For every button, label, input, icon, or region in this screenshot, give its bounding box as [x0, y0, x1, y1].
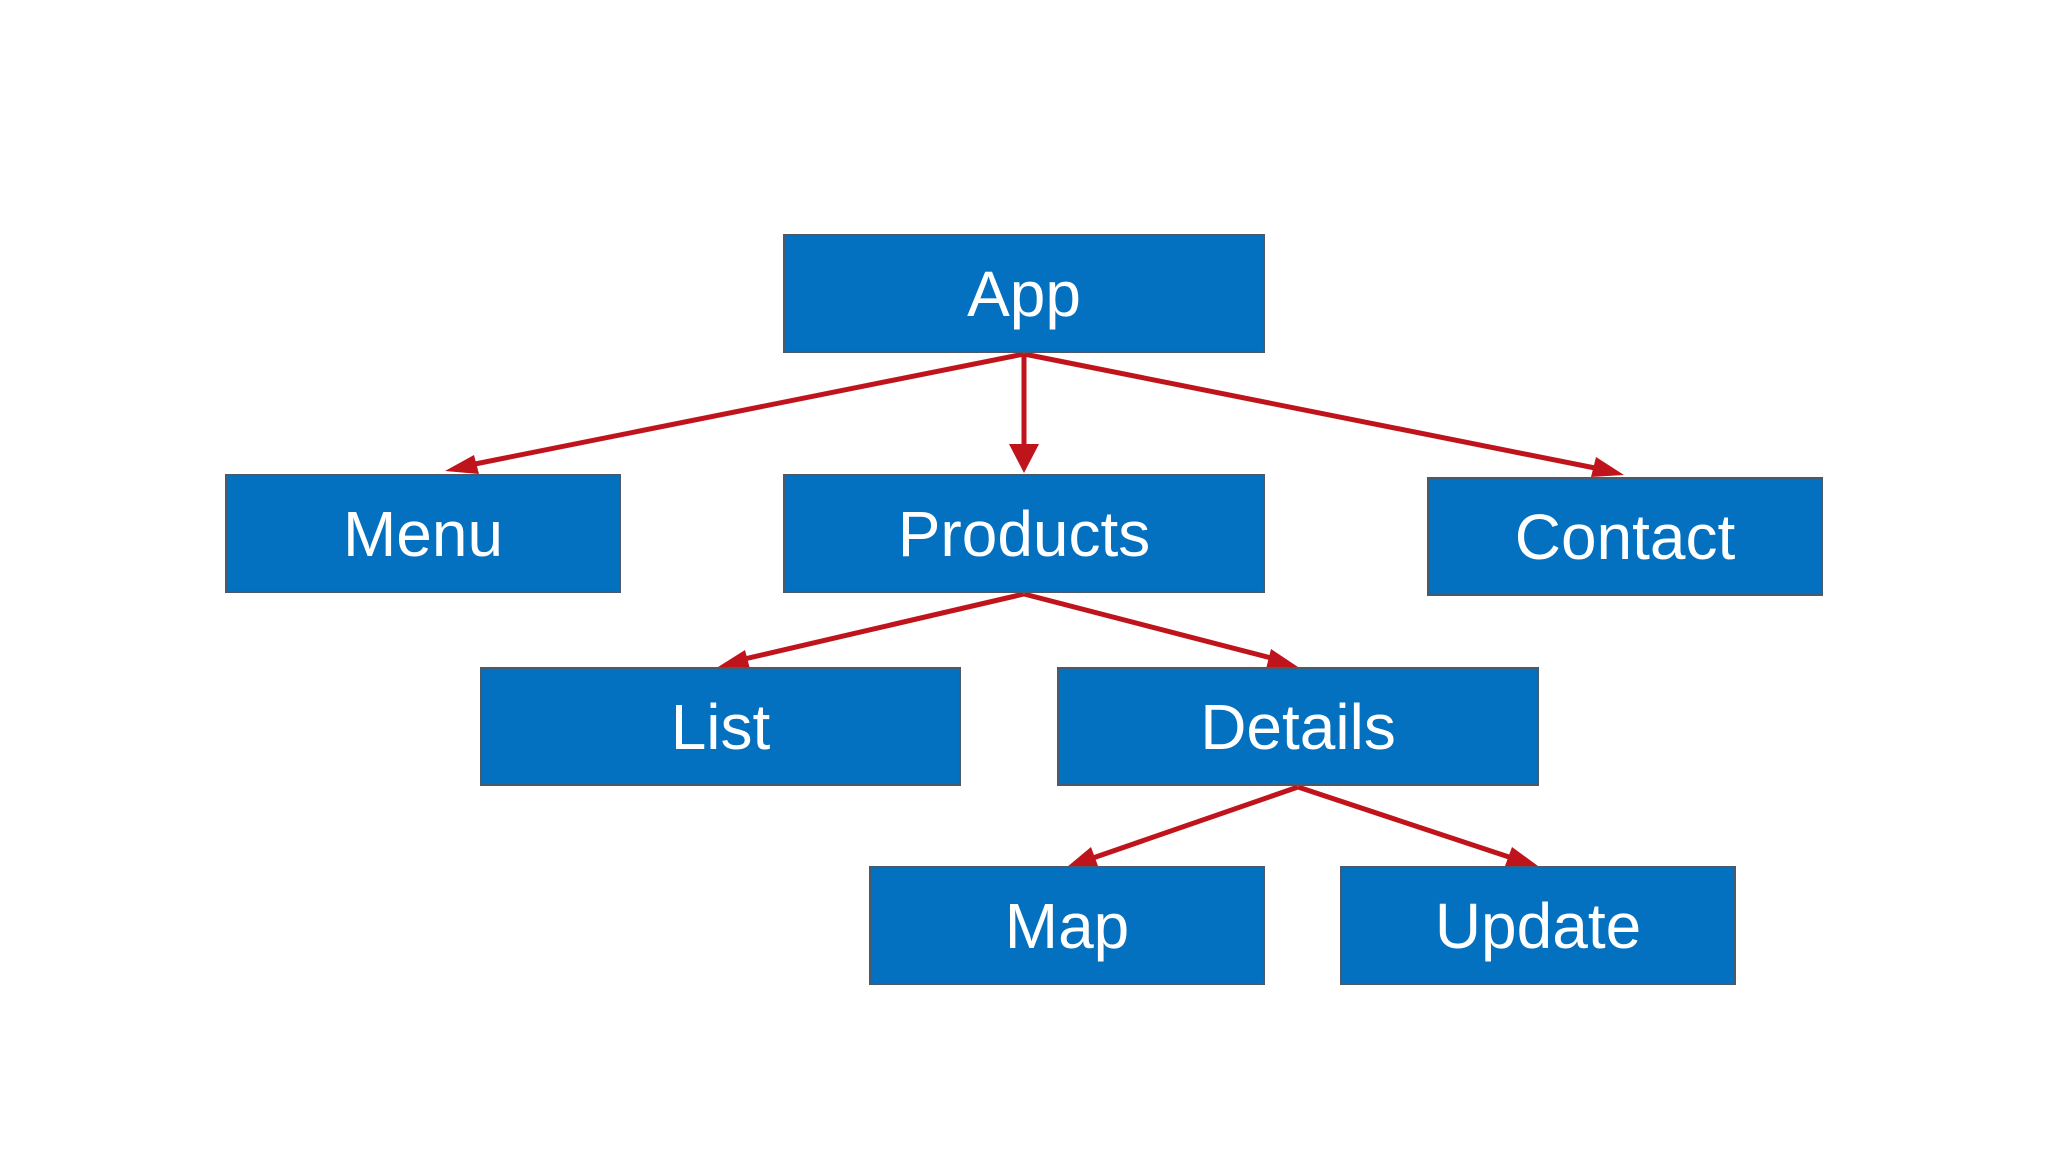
- node-map-label: Map: [1004, 889, 1130, 962]
- arrow-details-to-map: [1089, 784, 1299, 862]
- node-menu-label: Menu: [342, 497, 504, 570]
- arrowhead-update: [1505, 847, 1538, 866]
- arrow-app-to-menu: [464, 351, 1025, 469]
- node-map: Map: [869, 866, 1265, 985]
- arrowhead-products: [1009, 444, 1039, 473]
- arrow-products-to-details: [1023, 591, 1276, 662]
- node-update: Update: [1340, 866, 1736, 985]
- node-menu: Menu: [225, 474, 621, 593]
- arrowhead-map: [1067, 847, 1098, 867]
- node-app: App: [783, 234, 1265, 353]
- node-list: List: [480, 667, 961, 786]
- node-details: Details: [1057, 667, 1539, 786]
- node-app-label: App: [967, 257, 1081, 330]
- arrowhead-details: [1266, 649, 1298, 669]
- node-products: Products: [783, 474, 1265, 593]
- node-details-label: Details: [1200, 690, 1396, 763]
- arrow-products-to-list: [739, 591, 1025, 663]
- node-products-label: Products: [897, 497, 1151, 570]
- node-update-label: Update: [1434, 889, 1642, 962]
- arrow-details-to-update: [1297, 784, 1516, 862]
- arrow-app-to-contact: [1023, 351, 1601, 472]
- arrowhead-menu: [445, 455, 479, 474]
- node-contact-label: Contact: [1514, 500, 1736, 573]
- node-list-label: List: [670, 690, 771, 763]
- arrowhead-contact: [1591, 457, 1624, 477]
- node-contact: Contact: [1427, 477, 1823, 596]
